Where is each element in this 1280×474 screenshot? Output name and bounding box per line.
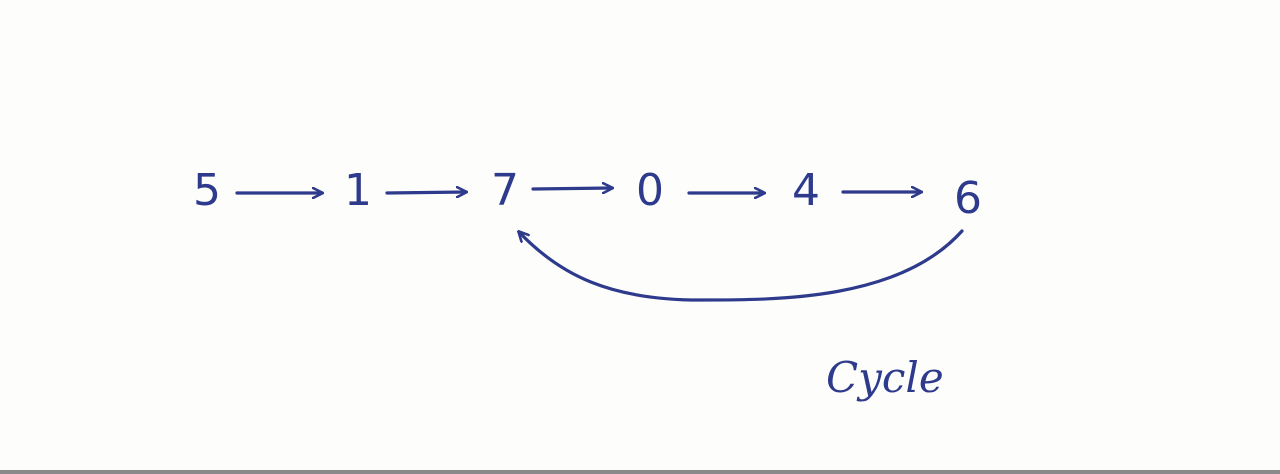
node-6: 6 — [954, 173, 982, 224]
node-4: 4 — [792, 165, 820, 216]
edge-1-to-7 — [385, 192, 466, 193]
node-0: 0 — [636, 165, 664, 216]
edge-7-to-0 — [531, 188, 612, 189]
node-5: 5 — [193, 165, 221, 216]
page-bottom-edge — [0, 470, 1280, 474]
node-1: 1 — [344, 165, 372, 216]
cycle-back-edge-6-to-7 — [519, 229, 964, 302]
node-7: 7 — [491, 165, 519, 216]
cycle-label: Cycle — [826, 353, 944, 402]
